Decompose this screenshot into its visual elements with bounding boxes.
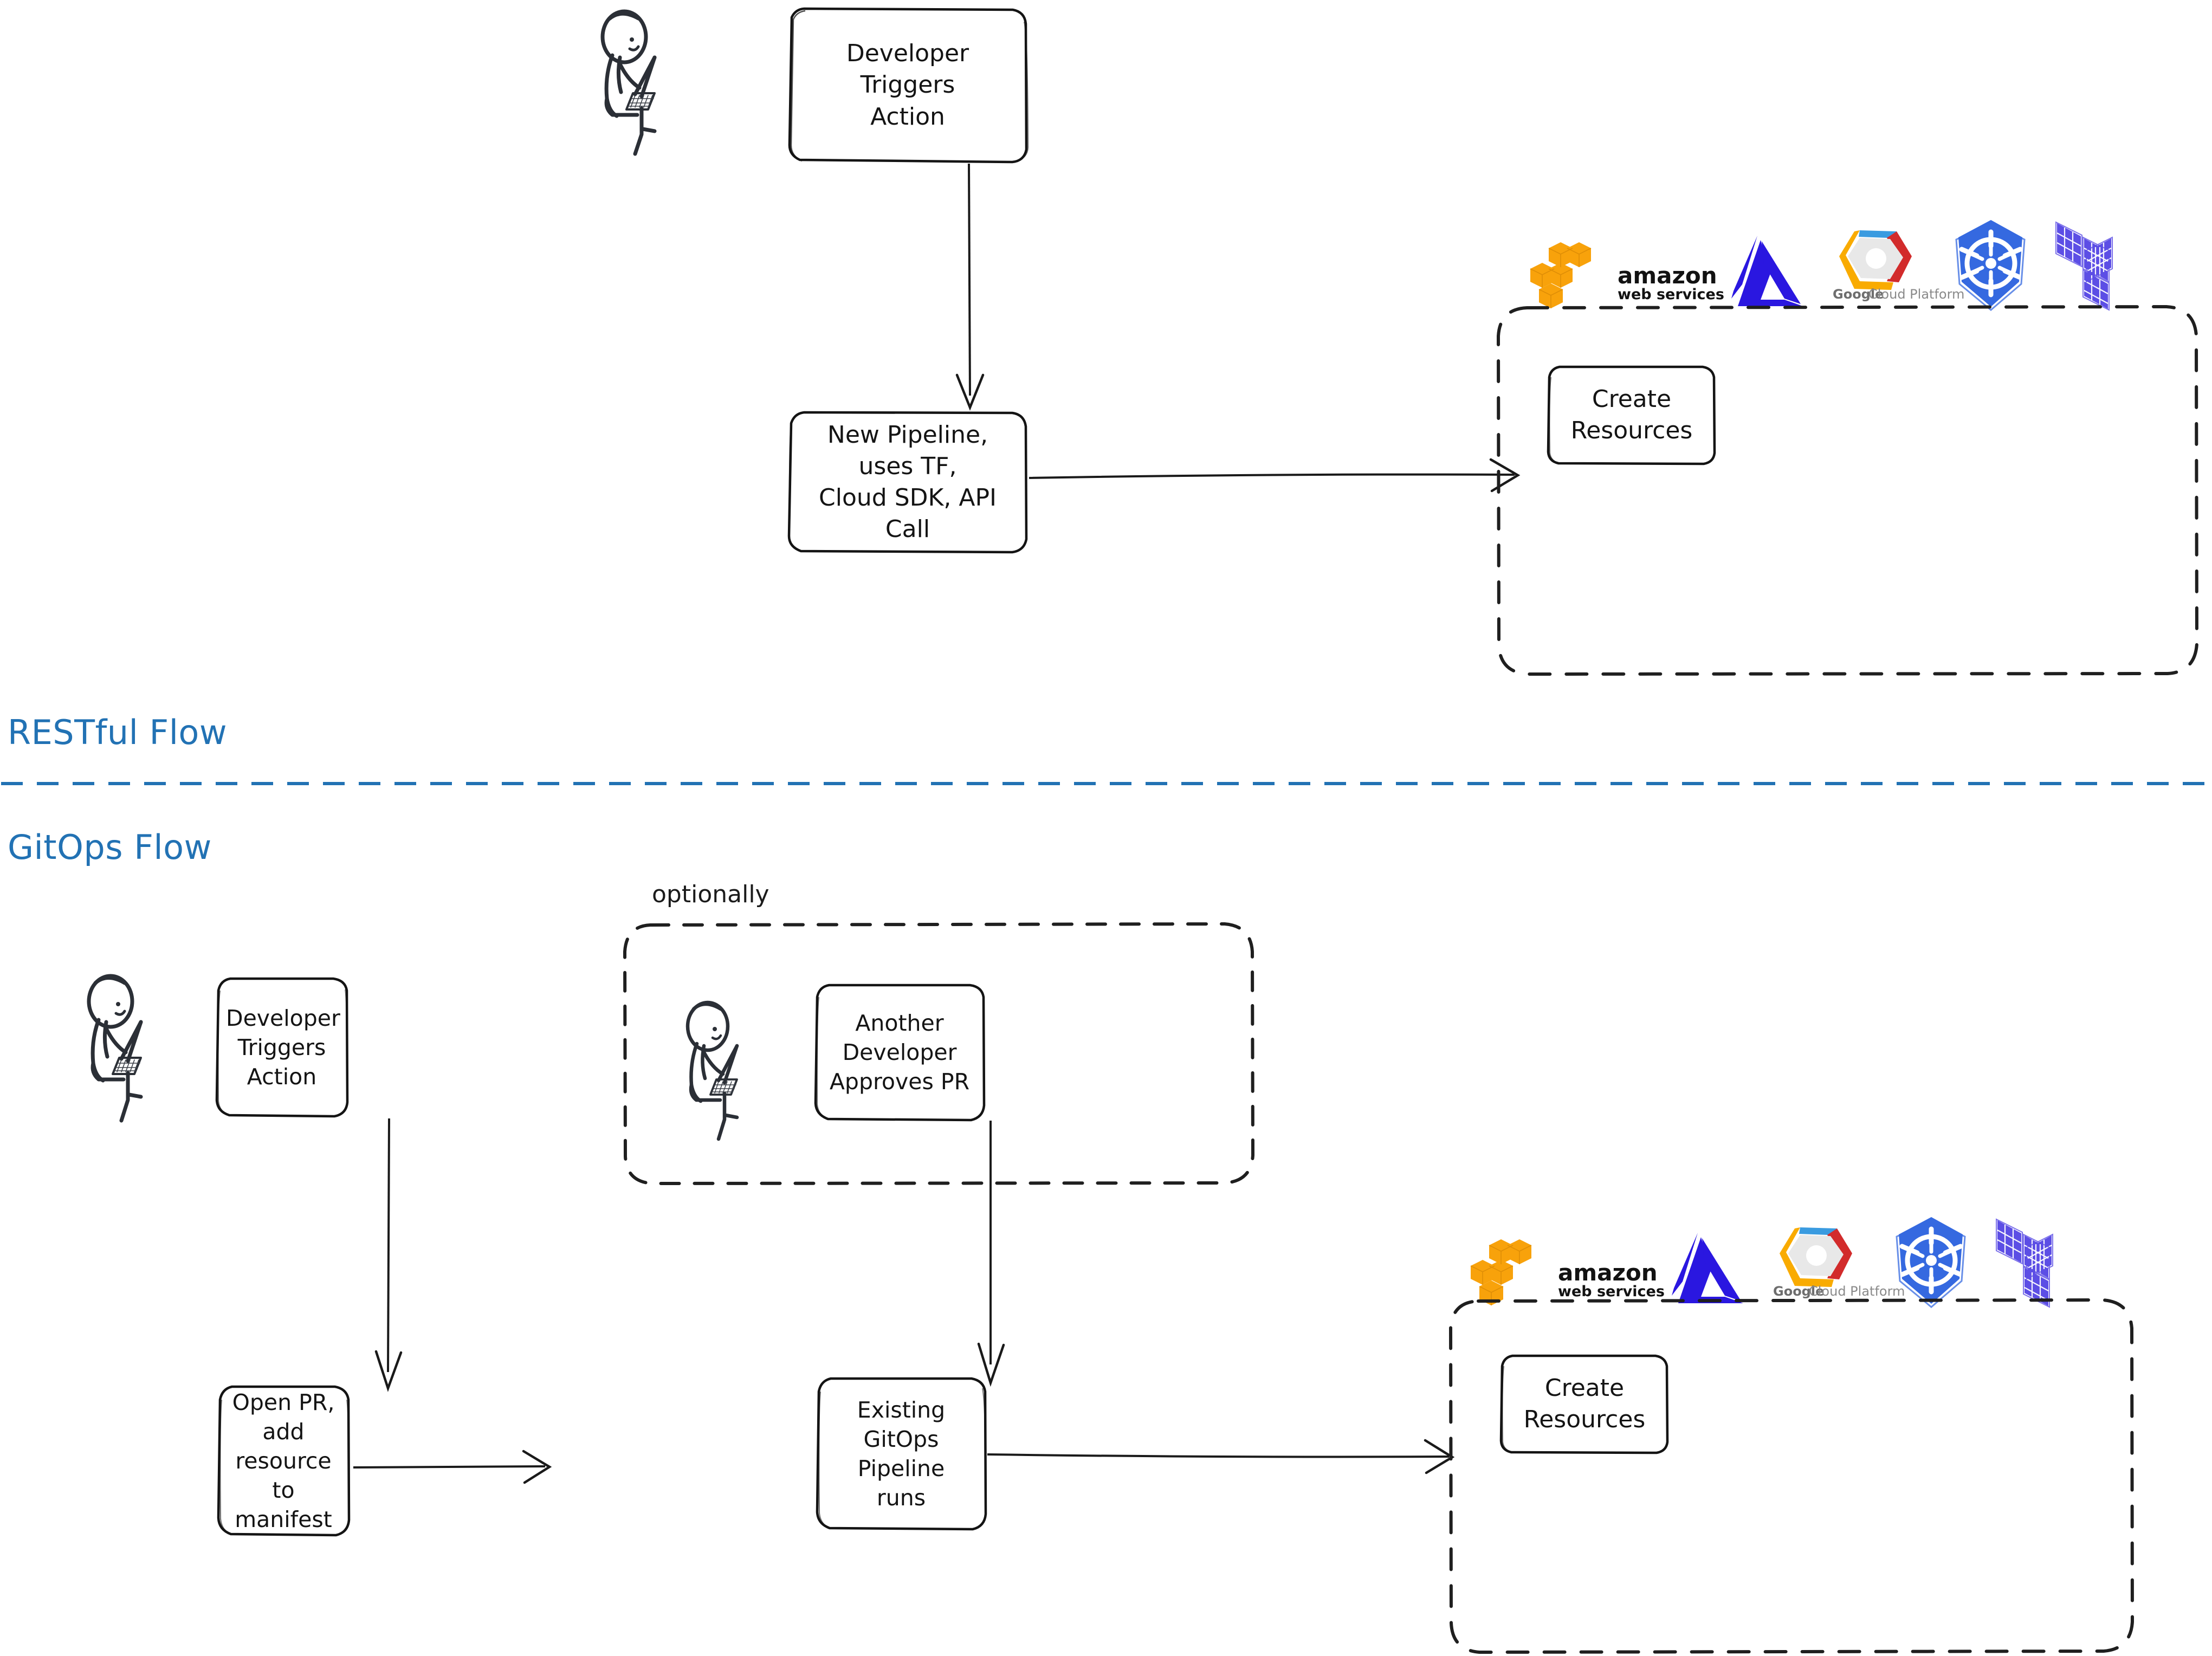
edge-dev-to-pipeline [955,163,985,411]
gcp-caption-google: Google [1833,287,1884,302]
edge-approve-to-pipeline [977,1121,1005,1387]
node-create-resources-gitops[interactable]: Create Resources [1498,1353,1671,1455]
section-divider [1,782,2211,785]
node-new-pipeline[interactable]: New Pipeline, uses TF, Cloud SDK, API Ca… [786,409,1030,555]
section-label-gitops: GitOps Flow [8,827,212,867]
terraform-logo [1995,1214,2068,1309]
node-label: Another Developer Approves PR [829,1010,970,1095]
another-developer-actor [672,997,791,1154]
developer-actor-restful [585,5,710,157]
node-open-pr[interactable]: Open PR, add resource to manifest [216,1383,351,1538]
node-label: New Pipeline, uses TF, Cloud SDK, API Ca… [819,421,997,544]
kubernetes-logo [1893,1214,1969,1309]
terraform-logo [2055,217,2128,312]
gcp-logo: Google Cloud Platform [1770,1222,1905,1309]
cloud-target-group-restful [1496,303,2200,677]
cloud-logo-strip-restful: amazon web services [1528,203,2128,312]
node-another-dev-approves-pr[interactable]: Another Developer Approves PR [813,982,986,1123]
gcp-caption-cloud-platform: Cloud Platform [1809,1284,1905,1299]
node-label: Existing GitOps Pipeline runs [857,1396,946,1511]
node-label: Developer Triggers Action [846,40,969,131]
node-dev-triggers-action-gitops[interactable]: Developer Triggers Action [214,975,350,1120]
node-create-resources-restful[interactable]: Create Resources [1545,364,1718,466]
node-existing-gitops-pipeline[interactable]: Existing GitOps Pipeline runs [814,1375,988,1532]
edge-dev-to-open-pr [374,1118,403,1392]
section-label-restful: RESTful Flow [8,713,228,752]
aws-caption-amazon: amazon [1558,1259,1658,1286]
cloud-target-group-gitops [1448,1297,2136,1654]
developer-actor-gitops [70,970,200,1133]
node-label: Create Resources [1570,385,1693,444]
azure-logo [1730,230,1806,312]
aws-caption-web-services: web services [1618,286,1724,303]
gcp-caption-google: Google [1773,1284,1825,1299]
optional-approval-group [622,921,1256,1187]
edge-pipeline-to-create-resources-2 [987,1439,1455,1474]
aws-logo: amazon web services [1469,1235,1665,1309]
aws-logo: amazon web services [1528,238,1724,312]
node-label: Developer Triggers Action [226,1005,340,1090]
node-label: Open PR, add resource to manifest [232,1389,335,1533]
gcp-logo: Google Cloud Platform [1829,225,1964,312]
edge-open-pr-to-pipeline [353,1450,552,1484]
azure-logo [1671,1227,1747,1309]
node-label: Create Resources [1523,1374,1646,1433]
kubernetes-logo [1953,217,2029,312]
aws-caption-amazon: amazon [1618,262,1717,289]
edge-pipeline-to-create-resources [1029,458,1521,493]
aws-caption-web-services: web services [1558,1283,1665,1300]
optionally-label: optionally [652,881,769,908]
node-dev-triggers-action[interactable]: Developer Triggers Action [786,5,1030,165]
gcp-caption-cloud-platform: Cloud Platform [1868,287,1965,302]
cloud-logo-strip-gitops: amazon web services [1469,1200,2068,1309]
